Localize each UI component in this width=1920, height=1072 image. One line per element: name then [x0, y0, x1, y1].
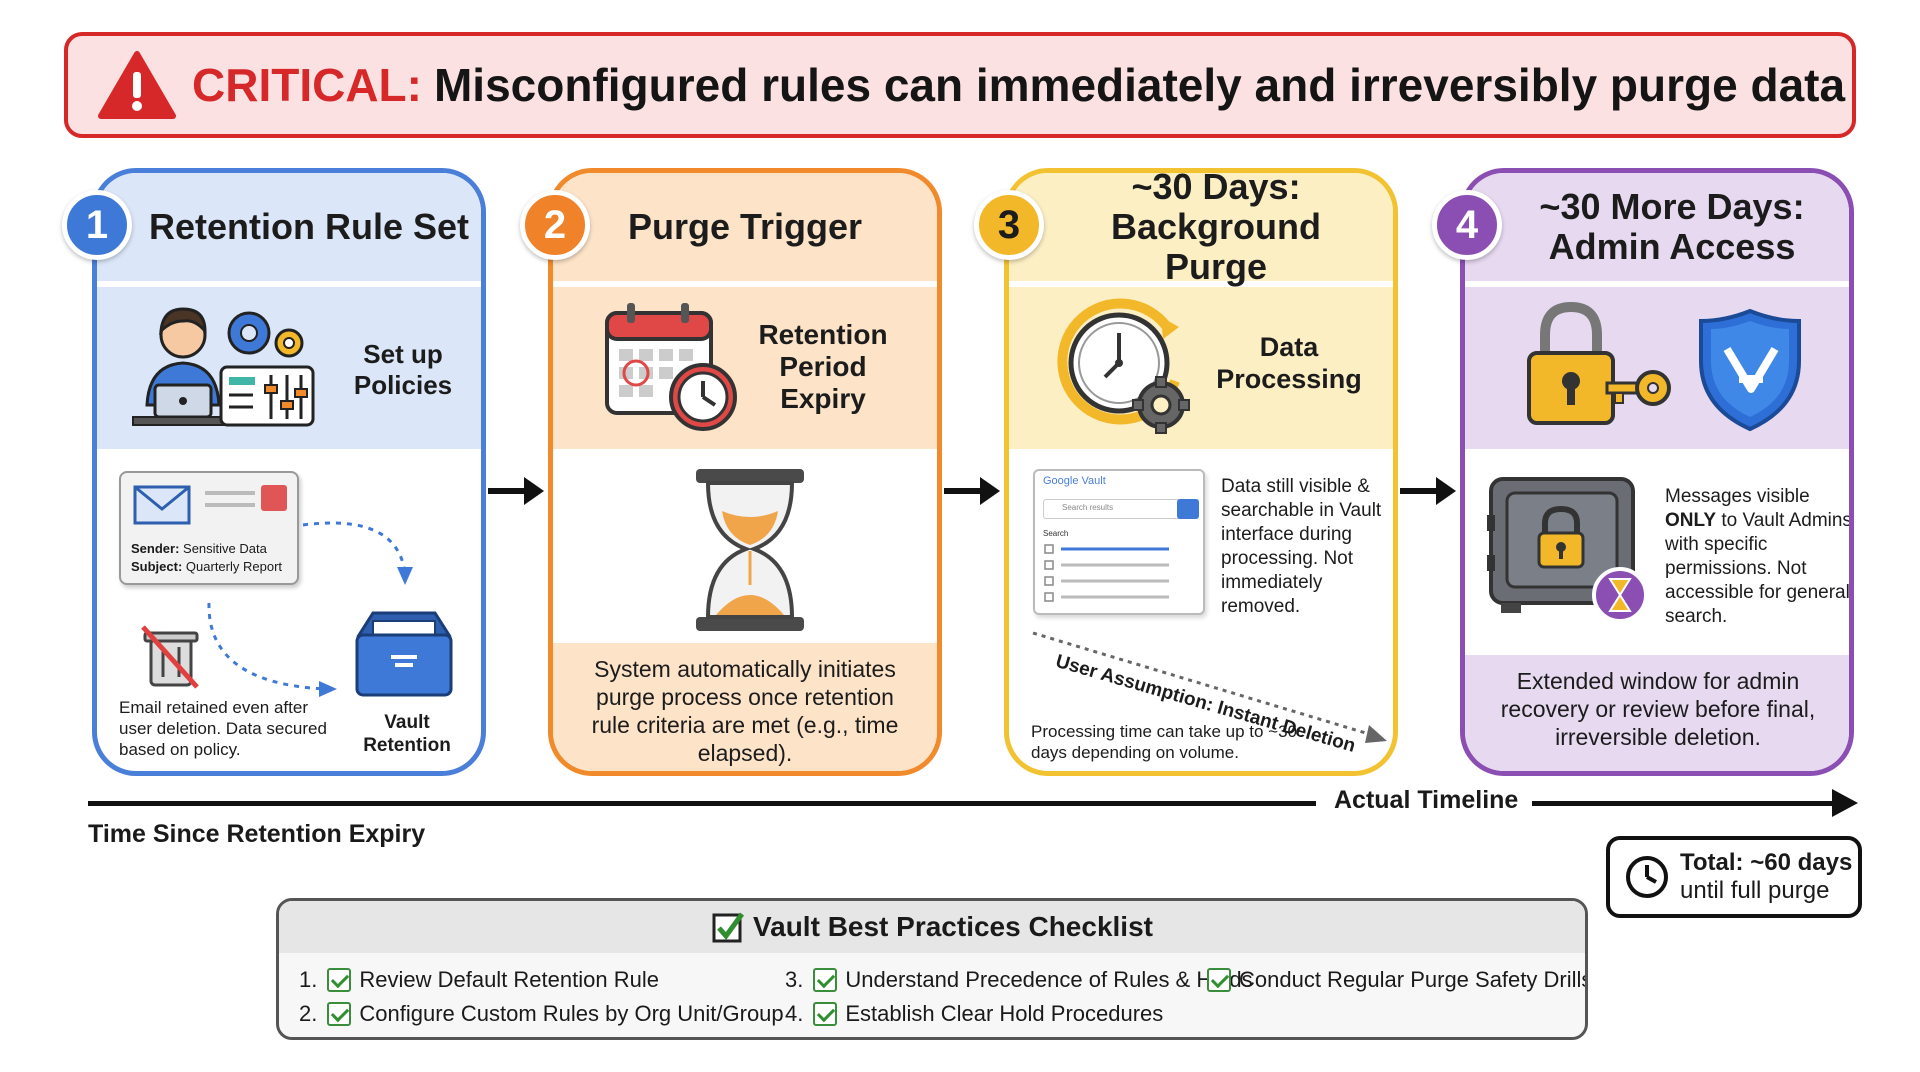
stage-4-desc-part2: to Vault Admins with specific permission… [1665, 510, 1852, 627]
stage-4-card: ~30 More Days: Admin Access [1460, 168, 1854, 776]
assumption-arrow [1032, 631, 1387, 743]
vault-search-input[interactable]: Search results [1043, 499, 1199, 519]
stage-2-badge: 2 [520, 190, 590, 260]
checklist-item-text: Establish Clear Hold Procedures [845, 1001, 1164, 1026]
stage-3-title-text: ~30 Days: Background Purge [1110, 168, 1322, 287]
stage-4-badge: 4 [1432, 190, 1502, 260]
vault-brand: Google Vault [1043, 475, 1106, 487]
stage-2-subtitle: Retention Period Expiry [758, 319, 888, 414]
vault-archive-icon [355, 611, 453, 697]
checklist-item-number: 2. [299, 1001, 318, 1026]
stage-2-description-panel: System automatically initiates purge pro… [553, 643, 937, 771]
checklist-item: 2. Configure Custom Rules by Org Unit/Gr… [299, 1001, 784, 1027]
email-subject-label: Subject: [131, 559, 183, 574]
envelope-icon [133, 485, 191, 525]
locked-safe-icon [1487, 477, 1645, 623]
timeline-arrow [1532, 789, 1858, 817]
stage-1-title: Retention Rule Set [97, 173, 481, 281]
checklist-header: Vault Best Practices Checklist [279, 901, 1585, 953]
best-practices-checklist: Vault Best Practices Checklist 1. Review… [276, 898, 1588, 1040]
checklist-item-text: Conduct Regular Purge Safety Drills [1239, 967, 1588, 992]
checklist-item: 3. Understand Precedence of Rules & Hold… [785, 967, 1253, 993]
stage-1-note: Email retained even after user deletion.… [119, 698, 327, 759]
stage-4-desc-only: ONLY [1665, 510, 1717, 531]
stage-1-subtitle: Set up Policies [353, 339, 453, 400]
checklist-item-text: Configure Custom Rules by Org Unit/Group [359, 1001, 784, 1026]
timeline-line [88, 801, 1316, 806]
stage-4-extended: Extended window for admin recovery or re… [1500, 668, 1816, 750]
stage-4-title: ~30 More Days: Admin Access [1465, 173, 1849, 281]
checklist-item: Conduct Regular Purge Safety Drills [1207, 967, 1588, 993]
stage-1-badge: 1 [62, 190, 132, 260]
hourglass-icon [696, 469, 804, 631]
checklist-item-number: 4. [785, 1001, 804, 1026]
total-duration-box: Total: ~60 days until full purge [1606, 836, 1862, 918]
admin-at-computer-icon [132, 307, 315, 427]
total-duration: Total: ~60 days [1680, 849, 1853, 876]
warning-icon [98, 51, 176, 119]
stage-3-description: Data still visible & searchable in Vault… [1221, 476, 1382, 617]
arrow-2-to-3 [944, 477, 1000, 505]
stage-2-description: System automatically initiates purge pro… [591, 656, 899, 766]
banner-message: Misconfigured rules can immediately and … [433, 59, 1846, 111]
stage-3-card: ~30 Days: Background Purge Data Processi… [1004, 168, 1398, 776]
checklist-item: 4. Establish Clear Hold Procedures [785, 1001, 1163, 1027]
checkbox-checked-icon[interactable] [813, 968, 838, 992]
vault-result-list [1044, 544, 1169, 602]
checkbox-checked-icon[interactable] [327, 968, 352, 992]
checklist-item-number: 1. [299, 967, 318, 992]
vault-retention-label: Vault Retention [363, 712, 451, 756]
clock-gear-icon [1057, 298, 1190, 434]
checklist-item-text: Review Default Retention Rule [359, 967, 659, 992]
stage-2-card: Purge Trigger Retention Period Expiry [548, 168, 942, 776]
checklist-item-text: Understand Precedence of Rules & Holds [845, 967, 1253, 992]
deleted-trash-icon [141, 625, 199, 689]
stage-2-title: Purge Trigger [553, 173, 937, 281]
critical-label: CRITICAL: [192, 59, 422, 111]
stage-4-description: Messages visible ONLY to Vault Admins wi… [1665, 485, 1852, 629]
email-sender: Sensitive Data [183, 541, 267, 556]
admin-shield-icon [1699, 308, 1801, 432]
stage-4-desc-part1: Messages visible [1665, 486, 1810, 507]
stage-3-subtitle: Data Processing [1216, 332, 1362, 394]
calendar-clock-icon [605, 303, 737, 431]
vault-search-button[interactable] [1177, 499, 1199, 519]
padlock-key-icon [1527, 301, 1671, 425]
vault-search-window: Google Vault Search results Search [1033, 469, 1205, 615]
stage-4-illustration [1465, 287, 1849, 449]
vault-search-placeholder: Search results [1062, 503, 1114, 512]
checklist-item: 1. Review Default Retention Rule [299, 967, 659, 993]
checklist-title: Vault Best Practices Checklist [753, 911, 1153, 942]
checkbox-checked-icon[interactable] [813, 1002, 838, 1026]
checklist-check-icon [712, 912, 745, 943]
timeline-label: Actual Timeline [1334, 786, 1519, 814]
arrow-3-to-4 [1400, 477, 1456, 505]
stage-3-note: Processing time can take up to ~30 days … [1031, 722, 1298, 762]
email-subject: Quarterly Report [185, 559, 283, 574]
stage-1-illustration: Set up Policies [97, 287, 481, 449]
stage-4-title-text: ~30 More Days: Admin Access [1539, 186, 1805, 267]
arrow-1-to-2 [488, 477, 544, 505]
timeline-axis-label: Time Since Retention Expiry [88, 820, 426, 848]
checkbox-checked-icon[interactable] [1207, 968, 1231, 992]
flow-arrows [207, 521, 413, 697]
stage-3-badge: 3 [974, 190, 1044, 260]
checkbox-checked-icon[interactable] [327, 1002, 352, 1026]
clock-icon [1626, 856, 1668, 898]
stage-2-illustration: Retention Period Expiry [553, 287, 937, 449]
email-sender-label: Sender: [131, 541, 180, 556]
checklist-item-number: 3. [785, 967, 804, 992]
stage-3-title: ~30 Days: Background Purge [1009, 173, 1393, 287]
total-duration-note: until full purge [1680, 877, 1830, 904]
vault-search-label: Search [1043, 529, 1069, 538]
stage-1-card: Retention Rule Set Set up Policies [92, 168, 486, 776]
critical-banner: CRITICAL: Misconfigured rules can immedi… [64, 32, 1856, 138]
stage-4-extended-panel: Extended window for admin recovery or re… [1465, 655, 1849, 771]
stage-3-illustration: Data Processing [1009, 287, 1393, 449]
email-card: Sender: Sensitive Data Subject: Quarterl… [119, 471, 299, 585]
